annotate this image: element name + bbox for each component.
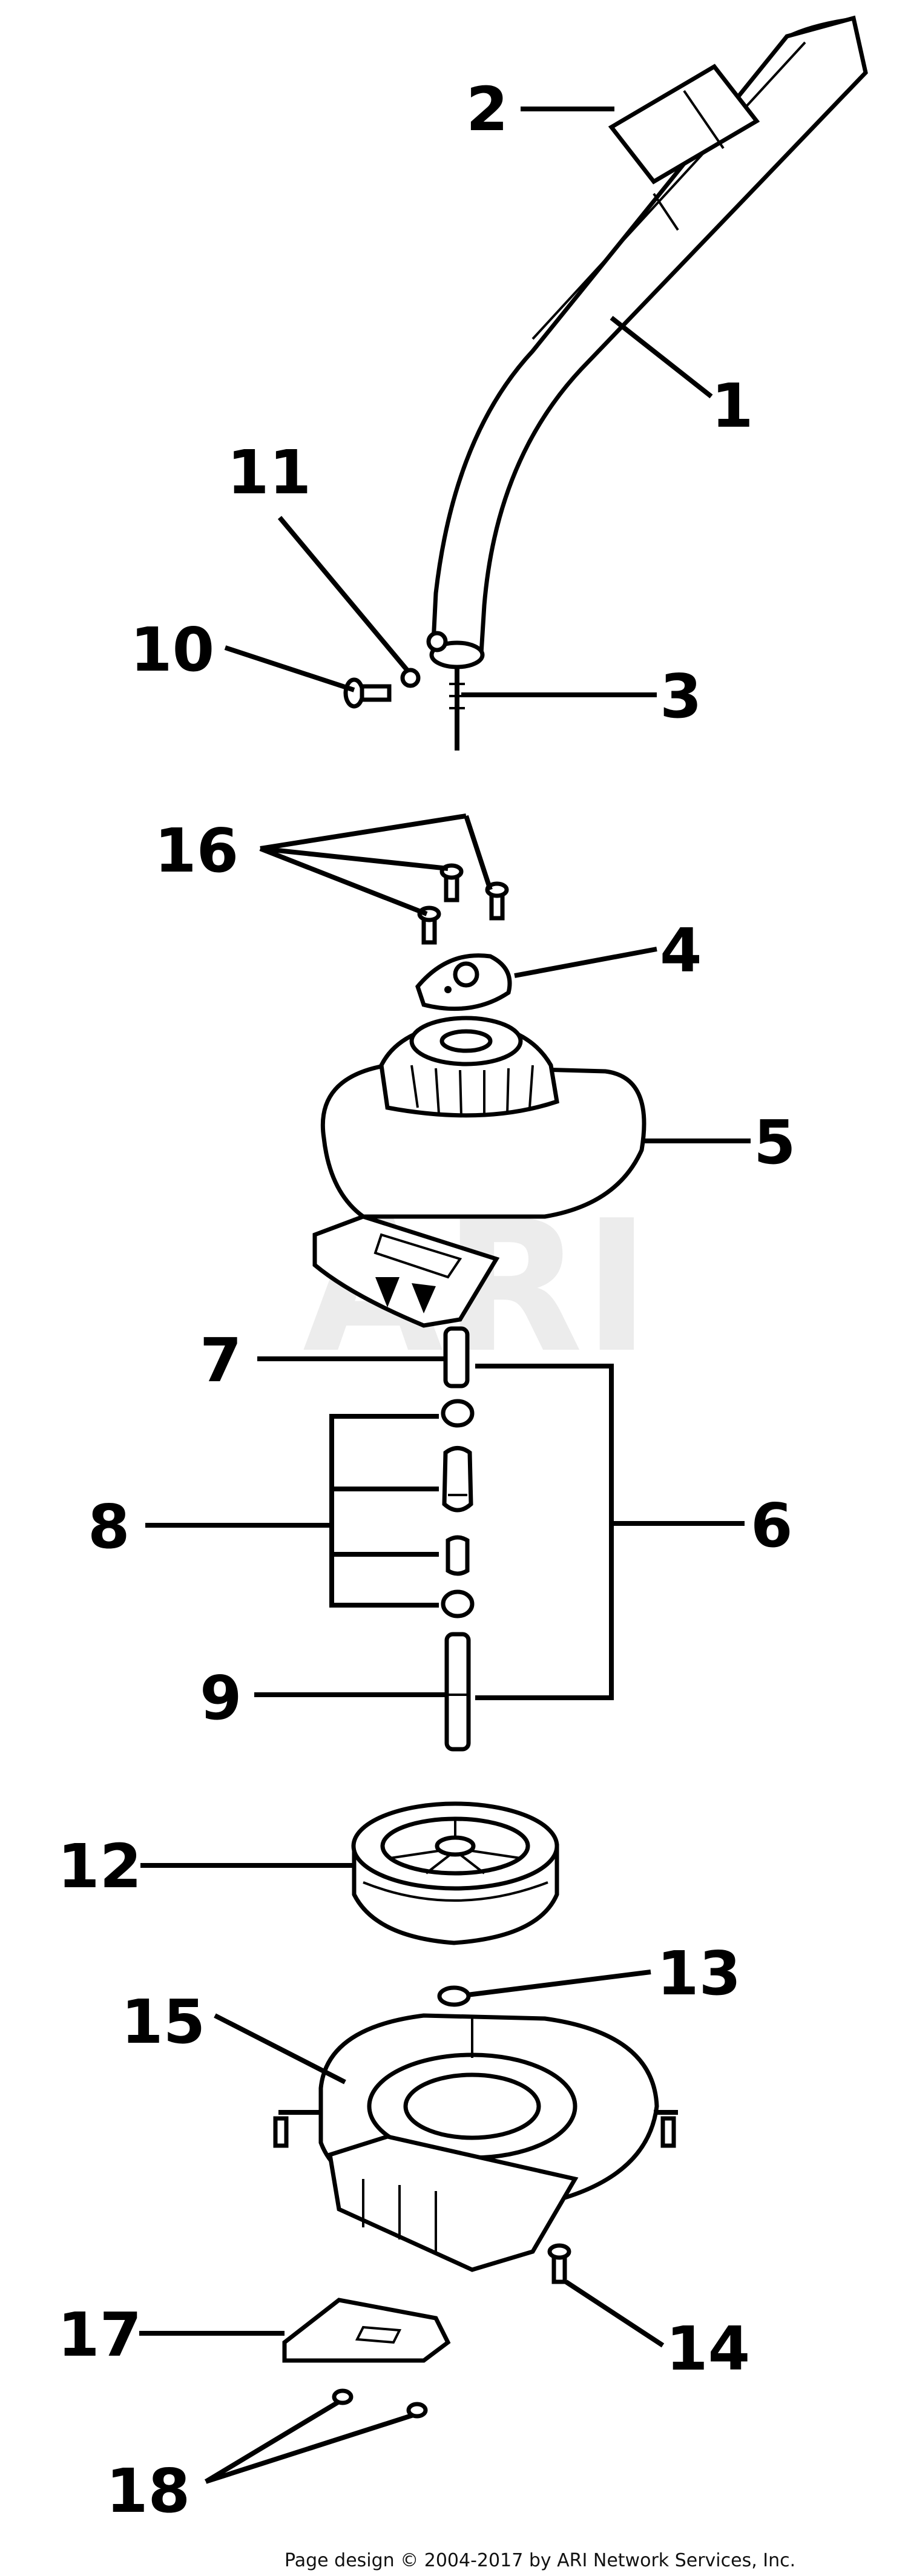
callout-12: 12 bbox=[58, 1831, 142, 1902]
part-13-nut bbox=[437, 1985, 471, 2007]
part-12-impeller bbox=[351, 1801, 559, 1945]
callout-3: 3 bbox=[660, 661, 702, 732]
callout-1: 1 bbox=[711, 370, 754, 441]
part-17-plate bbox=[282, 2298, 451, 2363]
callout-5: 5 bbox=[754, 1107, 796, 1178]
callout-15: 15 bbox=[121, 1986, 205, 2057]
callout-7: 7 bbox=[200, 1325, 242, 1396]
part-4-clamp bbox=[415, 953, 512, 1011]
callout-2: 2 bbox=[466, 74, 508, 145]
part-11-washer bbox=[400, 668, 421, 688]
part-3-drive-shaft bbox=[449, 666, 465, 751]
callout-8: 8 bbox=[88, 1491, 130, 1562]
copyright-footer: Page design © 2004-2017 by ARI Network S… bbox=[285, 2550, 795, 2571]
callout-6: 6 bbox=[751, 1490, 793, 1561]
callout-14: 14 bbox=[666, 2313, 750, 2384]
callout-18: 18 bbox=[106, 2456, 190, 2526]
bracket-8 bbox=[329, 1414, 439, 1608]
callout-11: 11 bbox=[227, 437, 311, 508]
callout-13: 13 bbox=[657, 1938, 741, 2009]
bracket-6 bbox=[475, 1364, 614, 1700]
part-14-screw bbox=[547, 2243, 571, 2284]
part-6-spindle-assembly bbox=[441, 1326, 475, 1752]
callout-4: 4 bbox=[660, 915, 702, 986]
callout-10: 10 bbox=[130, 614, 214, 685]
leader-lines bbox=[139, 107, 751, 2484]
part-2-sleeve bbox=[608, 64, 760, 185]
callout-labels: 1 2 3 4 5 6 7 8 9 10 11 12 13 14 15 16 1… bbox=[58, 74, 796, 2526]
callout-16: 16 bbox=[154, 815, 239, 886]
callout-9: 9 bbox=[200, 1663, 242, 1733]
part-18-screws bbox=[332, 2388, 428, 2419]
callout-17: 17 bbox=[58, 2299, 142, 2370]
part-15-lower-housing bbox=[273, 2013, 678, 2272]
part-10-screw bbox=[343, 677, 392, 709]
part-16-screws bbox=[417, 863, 509, 945]
part-5-upper-housing bbox=[312, 1016, 646, 1328]
